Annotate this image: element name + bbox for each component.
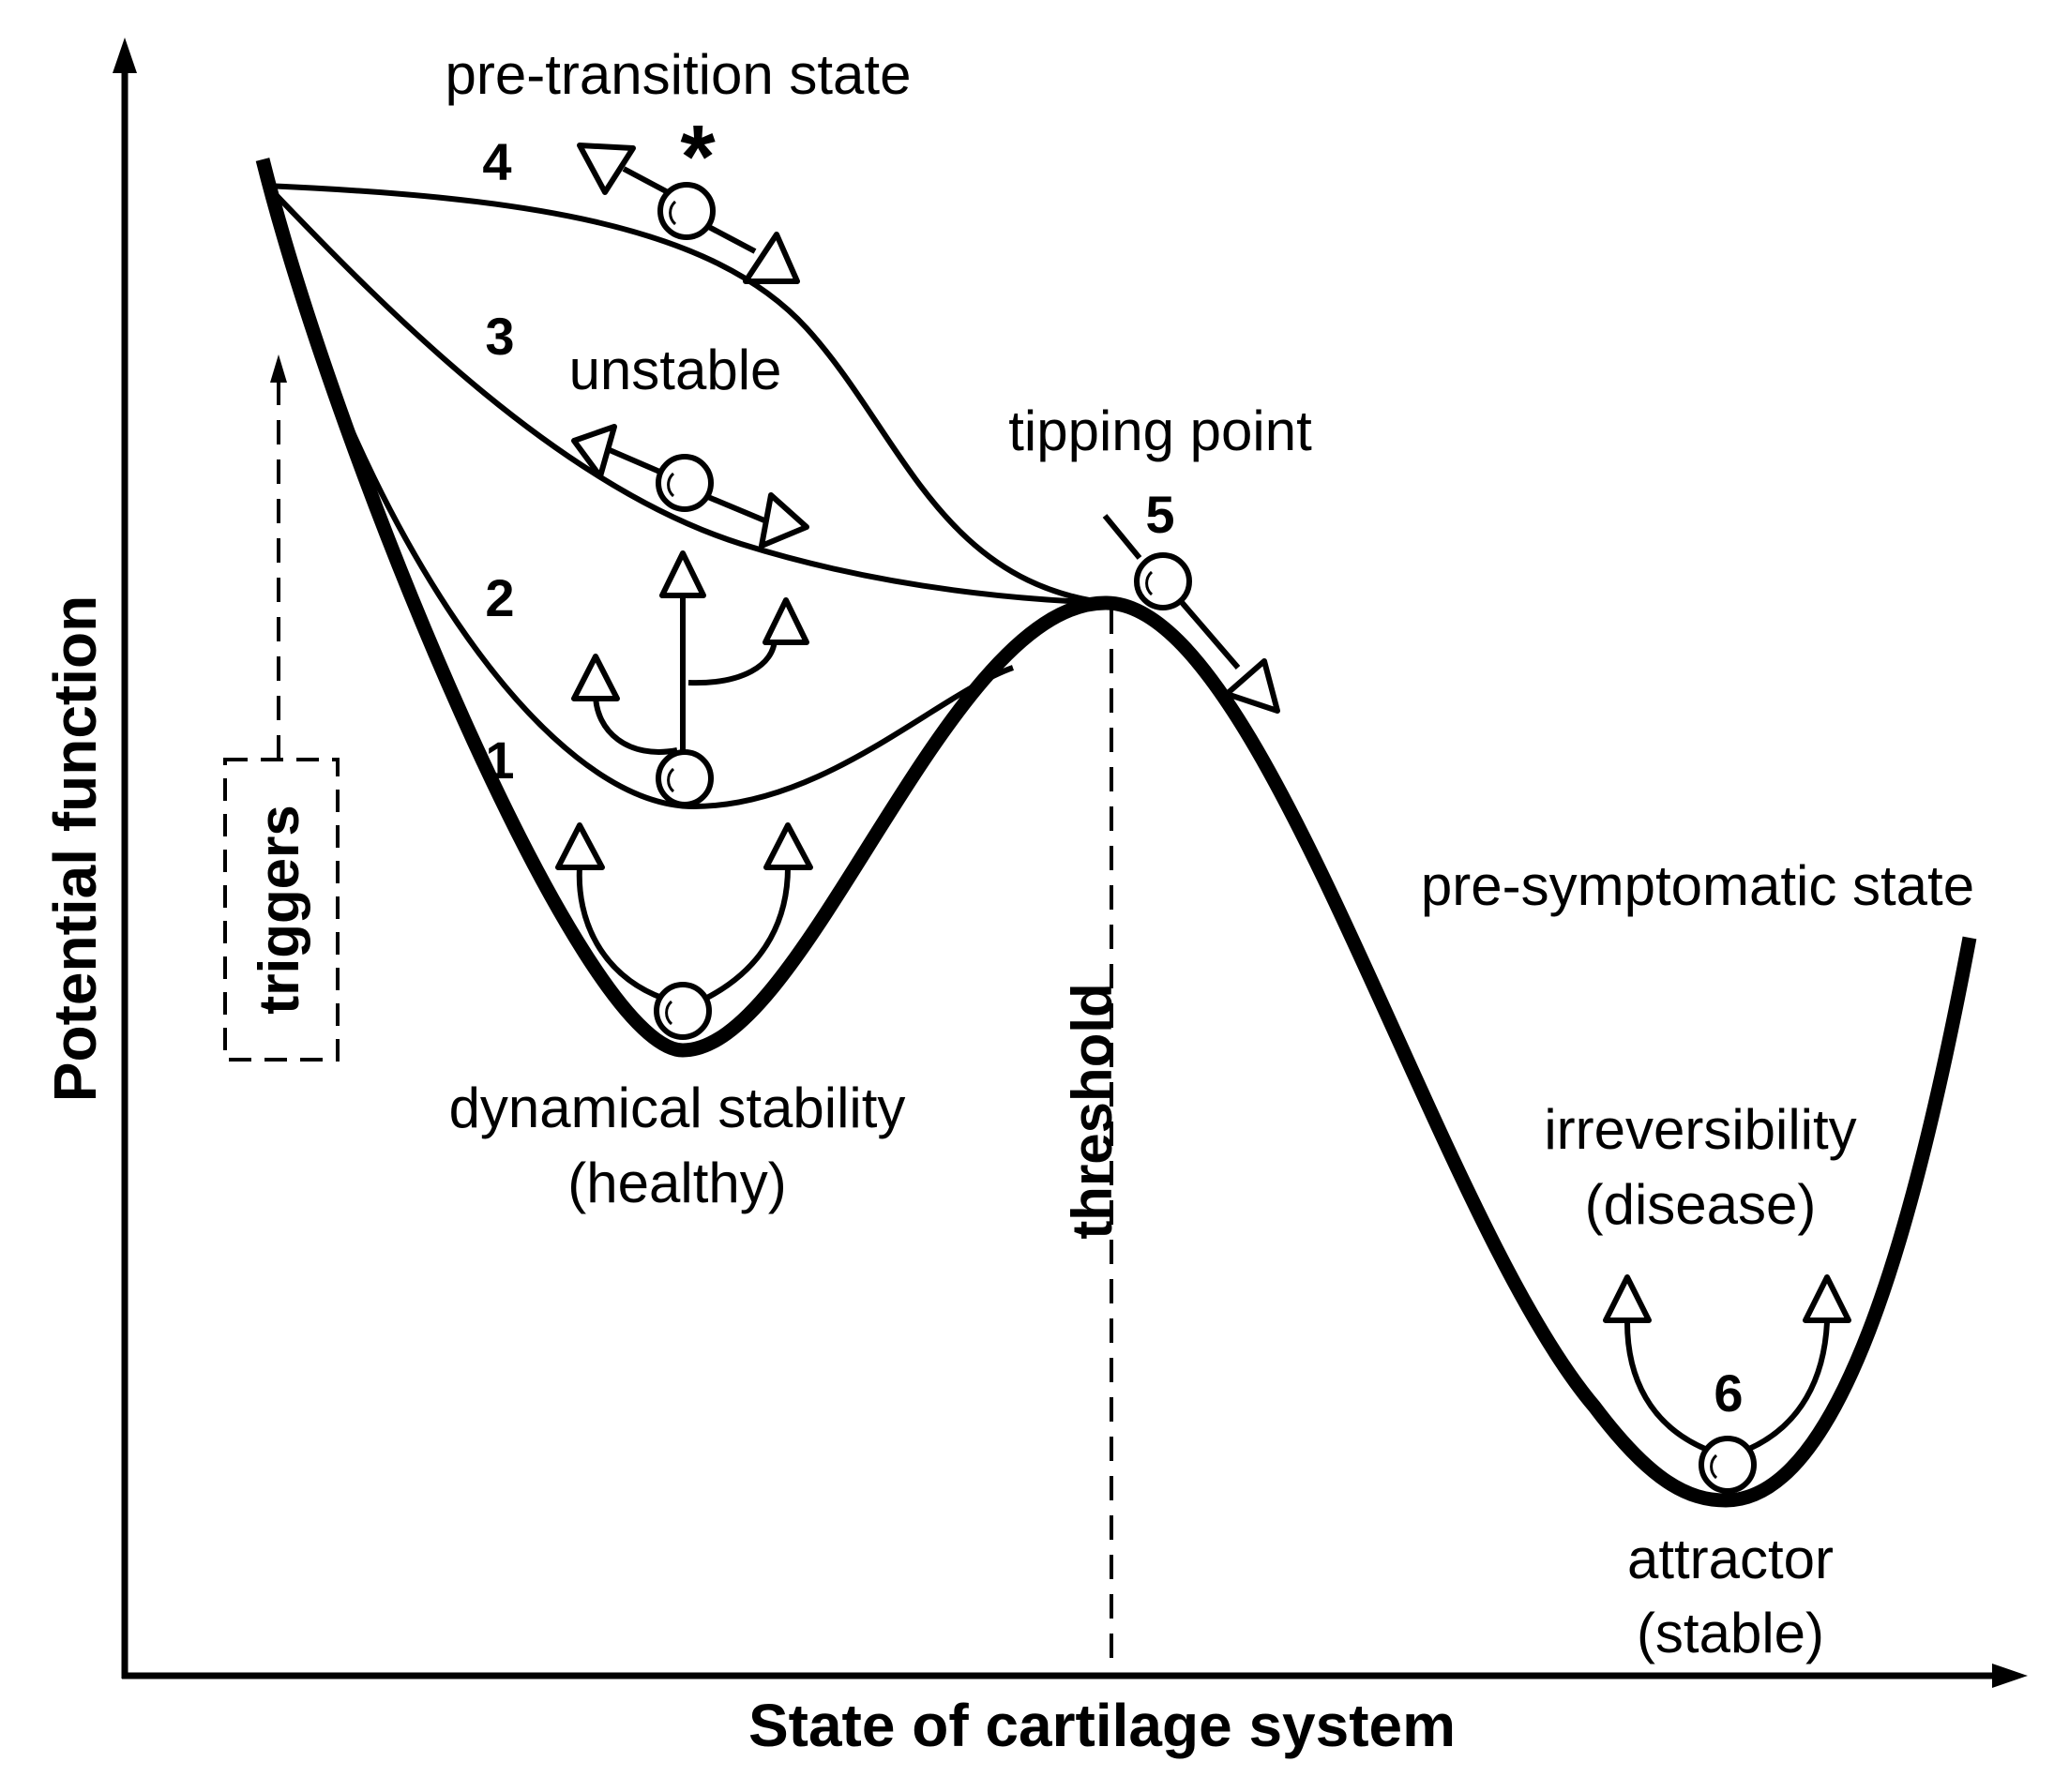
axes	[113, 38, 2028, 1688]
state-4-ball-group	[577, 143, 800, 284]
triggers-label: triggers	[248, 805, 310, 1014]
y-axis-title: Potential function	[41, 595, 109, 1102]
curve-2	[262, 182, 1014, 810]
arrowhead-icon	[1803, 1274, 1851, 1323]
attractor-label-line1: attractor	[1627, 1528, 1834, 1590]
arrowhead-icon	[1603, 1274, 1652, 1323]
triggers-box	[223, 758, 340, 1062]
arrowhead-icon	[571, 424, 617, 479]
arrowhead-icon	[743, 232, 800, 284]
curve-number-4: 4	[482, 132, 511, 191]
stability-label-line1: dynamical stability	[449, 1077, 906, 1139]
ball-state-3	[656, 454, 714, 512]
curve-number-5: 5	[1145, 485, 1174, 544]
stability-label-line2: (healthy)	[567, 1152, 786, 1214]
ball-state-2	[656, 749, 714, 807]
arrowhead-icon	[763, 597, 809, 645]
triggers-arrowhead	[270, 354, 287, 383]
arrowhead-icon	[759, 492, 809, 549]
curve-1-main-landscape	[255, 158, 1977, 1508]
state-6-ball-group	[1603, 1274, 1851, 1494]
pre-symptomatic-label: pre-symptomatic state	[1421, 854, 1974, 917]
y-axis-arrowhead	[113, 38, 137, 73]
arrowhead-icon	[763, 822, 813, 870]
irreversibility-label-line2: (disease)	[1585, 1173, 1817, 1236]
ball-state-5	[1134, 552, 1192, 610]
tipping-point-label: tipping point	[1008, 399, 1312, 462]
arrowhead-icon	[571, 654, 620, 701]
curve-4	[264, 183, 1108, 606]
irreversibility-label-line1: irreversibility	[1544, 1098, 1856, 1161]
curve-number-6: 6	[1714, 1363, 1743, 1423]
x-axis-title: State of cartilage system	[748, 1692, 1456, 1759]
state-3-ball-group	[571, 424, 809, 549]
curve-number-2: 2	[485, 568, 514, 627]
ball-state-6	[1699, 1436, 1757, 1494]
annotations: pre-transition state * unstable tipping …	[41, 43, 1974, 1759]
state-5-ball-group	[1102, 514, 1280, 714]
x-axis-arrowhead	[1992, 1664, 2028, 1688]
star-marker: *	[680, 107, 716, 207]
curve-number-3: 3	[485, 307, 514, 366]
curve-numbers: 1 2 3 4 5 6	[482, 132, 1743, 1423]
unstable-label: unstable	[569, 339, 782, 401]
threshold-label: threshold	[1061, 983, 1124, 1239]
pre-transition-label: pre-transition state	[446, 43, 912, 106]
attractor-label-line2: (stable)	[1637, 1602, 1824, 1664]
arrowhead-icon	[1224, 658, 1280, 714]
arrowhead-icon	[577, 143, 636, 195]
curve-3	[262, 180, 1108, 606]
curve-number-1: 1	[485, 730, 514, 790]
potential-curves	[255, 158, 1977, 1508]
ball-state-1	[654, 982, 712, 1040]
guides	[223, 354, 1113, 1676]
state-2-ball-group	[571, 550, 809, 807]
state-1-ball-group	[555, 822, 813, 1040]
arrowhead-icon	[555, 822, 605, 870]
arrowhead-icon	[659, 550, 706, 598]
